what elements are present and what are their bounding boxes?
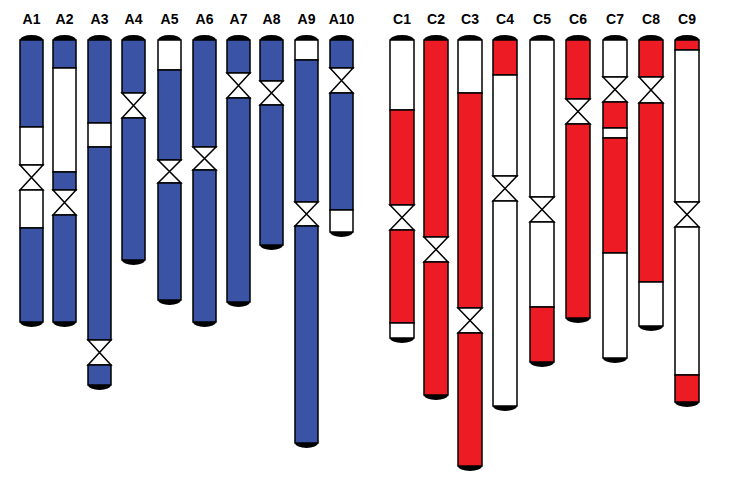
chromosome-label: C6 bbox=[569, 11, 587, 27]
chromosome-label: C1 bbox=[393, 11, 411, 27]
chromosome-label: C8 bbox=[642, 11, 660, 27]
chromosome-label: A2 bbox=[56, 11, 74, 27]
chromosome-label: A5 bbox=[161, 11, 179, 27]
chromosome-label: A7 bbox=[230, 11, 248, 27]
chromosome-label: A1 bbox=[23, 11, 41, 27]
chromosome-label: A9 bbox=[298, 11, 316, 27]
chromosome-label: C4 bbox=[496, 11, 514, 27]
chromosome-label: C3 bbox=[461, 11, 479, 27]
chromosome-label: C9 bbox=[678, 11, 696, 27]
chromosome-label: A8 bbox=[263, 11, 281, 27]
chromosome-label: A4 bbox=[125, 11, 143, 27]
chromosome-label: C7 bbox=[606, 11, 624, 27]
chromosome-label: A3 bbox=[91, 11, 109, 27]
chromosome-label: A10 bbox=[329, 11, 355, 27]
chromosome-label: C2 bbox=[427, 11, 445, 27]
chromosome-label: A6 bbox=[196, 11, 214, 27]
chromosome-label: C5 bbox=[533, 11, 551, 27]
